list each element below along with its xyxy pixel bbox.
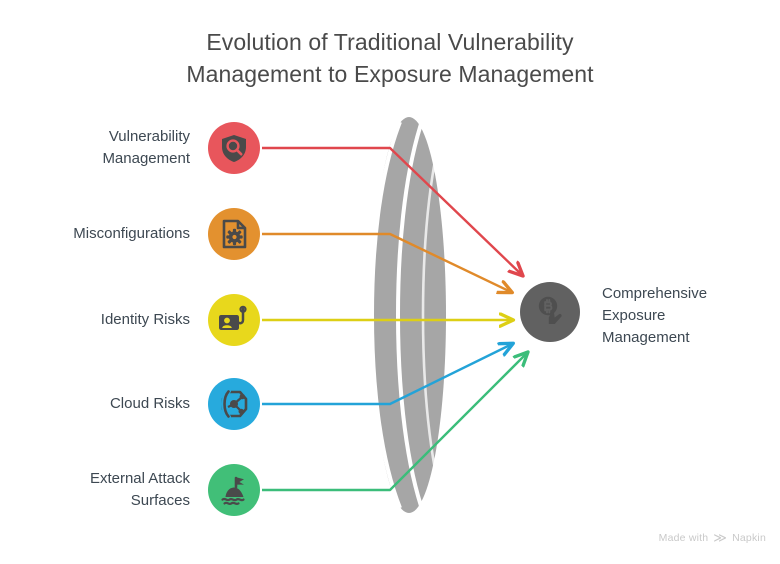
watermark-brand: Napkin <box>732 531 766 544</box>
node-misconfigurations[interactable] <box>208 208 260 260</box>
node-cloud-risks[interactable] <box>208 378 260 430</box>
napkin-logo-icon: ≫ <box>713 530 728 545</box>
funnel-lens-shape <box>369 117 446 513</box>
page-title: Evolution of Traditional Vulnerability M… <box>90 26 690 90</box>
shield-search-icon <box>218 132 250 164</box>
label-cloud-risks: Cloud Risks <box>30 393 190 415</box>
label-external-attack-surfaces-line-1: External Attack <box>89 470 190 487</box>
connector-vulnerability-management <box>262 146 522 275</box>
connector-external-attack-surfaces <box>262 353 527 492</box>
node-vulnerability-management[interactable] <box>208 122 260 174</box>
label-target-line-2: Exposure <box>602 307 666 324</box>
label-identity-risks-line-1: Identity Risks <box>100 311 190 328</box>
label-external-attack-surfaces: External Attack Surfaces <box>30 468 190 512</box>
hand-coin-icon <box>532 292 568 333</box>
label-target-line-3: Management <box>602 329 690 346</box>
page-title-line-1: Evolution of Traditional Vulnerability <box>206 29 574 55</box>
label-misconfigurations-line-1: Misconfigurations <box>73 225 190 242</box>
label-misconfigurations: Misconfigurations <box>30 223 190 245</box>
document-gear-icon <box>219 218 249 250</box>
node-comprehensive-exposure-management[interactable] <box>520 282 580 342</box>
label-comprehensive-exposure-management: Comprehensive Exposure Management <box>602 283 762 349</box>
label-external-attack-surfaces-line-2: Surfaces <box>130 492 190 509</box>
label-vulnerability-management-line-2: Management <box>102 150 190 167</box>
id-card-hook-icon <box>217 304 251 336</box>
connector-misconfigurations <box>262 232 511 292</box>
napkin-watermark: Made with ≫ Napkin <box>659 531 766 544</box>
network-nodes-icon <box>218 388 250 420</box>
page-title-line-2: Management to Exposure Management <box>186 61 594 87</box>
watermark-prefix: Made with <box>658 531 709 544</box>
label-vulnerability-management-line-1: Vulnerability <box>108 128 190 145</box>
label-cloud-risks-line-1: Cloud Risks <box>109 395 190 412</box>
node-identity-risks[interactable] <box>208 294 260 346</box>
label-identity-risks: Identity Risks <box>30 309 190 331</box>
island-flag-icon <box>218 474 250 506</box>
label-vulnerability-management: Vulnerability Management <box>30 126 190 170</box>
node-external-attack-surfaces[interactable] <box>208 464 260 516</box>
label-target-line-1: Comprehensive <box>602 285 708 302</box>
connector-cloud-risks <box>262 344 512 406</box>
